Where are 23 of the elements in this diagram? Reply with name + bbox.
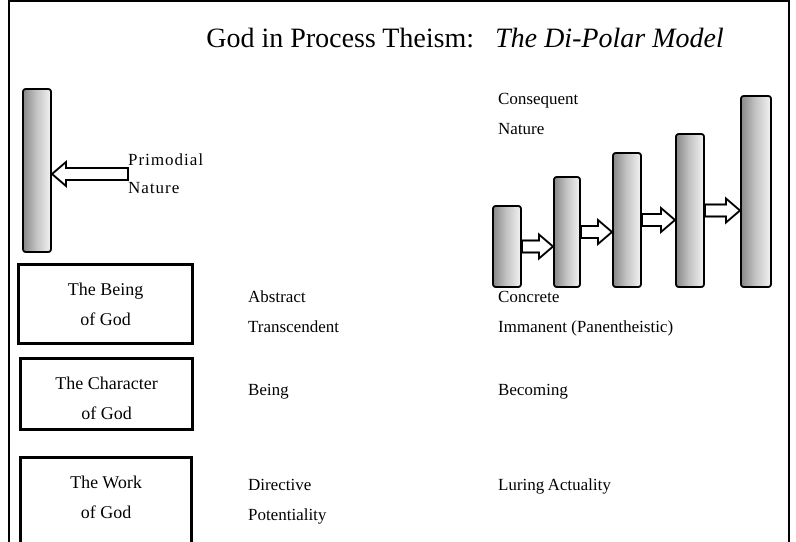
block-arrow — [641, 206, 677, 234]
gradient-bar — [553, 176, 581, 288]
table-text: Abstract Transcendent — [248, 286, 339, 338]
gradient-bar — [492, 205, 522, 288]
table-text: Luring Actuality — [498, 474, 611, 496]
title: God in Process Theism: The Di-Polar Model — [205, 22, 725, 56]
table-text: Being — [248, 379, 289, 401]
block-arrow — [704, 196, 742, 225]
gradient-bar — [612, 152, 642, 288]
table-text: Concrete Immanent (Panentheistic) — [498, 286, 674, 338]
row-header-box: The Character of God — [19, 357, 194, 431]
gradient-bar — [22, 88, 52, 253]
gradient-bar — [675, 133, 705, 288]
block-arrow — [580, 218, 614, 246]
block-arrow — [521, 232, 555, 261]
gradient-bar — [740, 95, 772, 288]
row-header-box: The Work of God — [19, 456, 193, 542]
block-arrow — [50, 160, 129, 188]
table-text: Directive Potentiality — [248, 474, 326, 526]
table-text: Consequent Nature — [498, 88, 578, 140]
nature-label: Primodial Nature — [128, 146, 248, 202]
row-header-box: The Being of God — [17, 263, 194, 345]
table-text: Becoming — [498, 379, 568, 401]
